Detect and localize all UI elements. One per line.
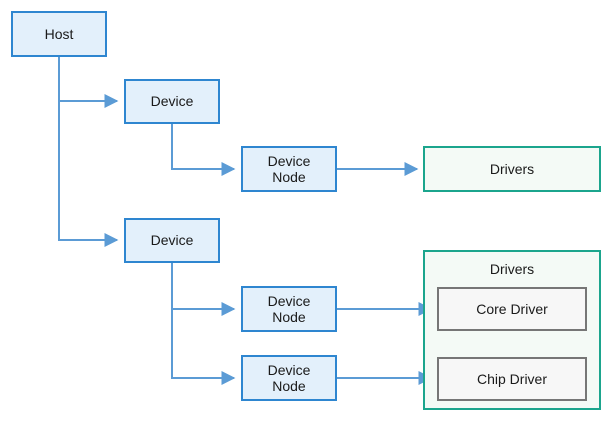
edge-host-to-device-1 <box>58 57 119 108</box>
node-device-node-2[interactable]: Device Node <box>241 286 337 332</box>
node-device-node-3-label: Device Node <box>267 361 311 394</box>
node-core-driver[interactable]: Core Driver <box>437 287 587 331</box>
node-device-node-2-label: Device Node <box>267 292 311 325</box>
drivers-group-title: Drivers <box>489 261 535 277</box>
node-host[interactable]: Host <box>11 11 107 57</box>
node-device-node-1-label: Device Node <box>267 152 311 185</box>
edge-device-2-to-device-node-3 <box>171 309 236 385</box>
node-device-1[interactable]: Device <box>124 79 220 124</box>
edge-device-1-to-device-node-1 <box>171 124 236 176</box>
node-drivers-simple-label: Drivers <box>489 160 535 177</box>
node-core-driver-label: Core Driver <box>476 300 548 317</box>
node-device-1-label: Device <box>150 93 194 110</box>
node-chip-driver-label: Chip Driver <box>476 370 547 387</box>
node-device-node-1[interactable]: Device Node <box>241 146 337 192</box>
node-device-node-3[interactable]: Device Node <box>241 355 337 401</box>
node-host-label: Host <box>44 25 74 42</box>
node-device-2-label: Device <box>150 232 194 249</box>
node-drivers-simple[interactable]: Drivers <box>423 146 601 192</box>
node-device-2[interactable]: Device <box>124 218 220 263</box>
edge-host-to-device-2 <box>58 101 119 247</box>
edge-device-2-to-device-node-2 <box>171 263 236 316</box>
node-chip-driver[interactable]: Chip Driver <box>437 357 587 401</box>
